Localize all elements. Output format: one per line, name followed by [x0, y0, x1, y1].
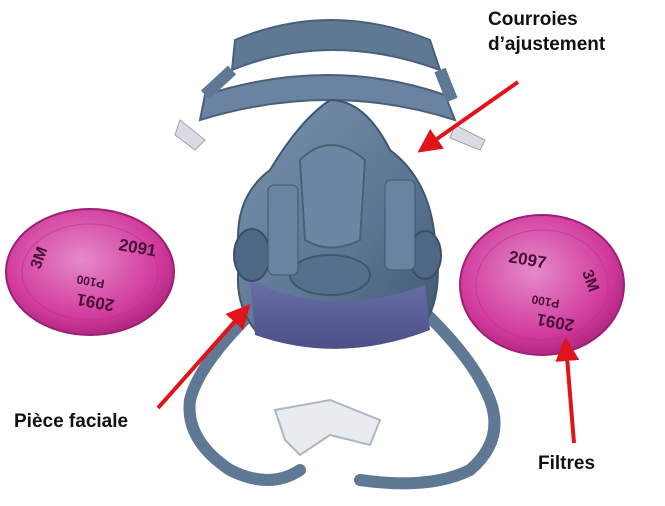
filters-label: Filtres [538, 451, 595, 476]
facepiece-label: Pièce faciale [14, 409, 128, 434]
arrow-to-filter [566, 345, 574, 443]
strap-buckle [275, 400, 380, 455]
arrow-to-facepiece [158, 310, 245, 408]
facepiece-body [234, 100, 441, 349]
left-filter: 2091 3M P100 2091 [6, 209, 174, 335]
straps-label: Courroies d’ajustement [488, 7, 605, 57]
straps-label-line2: d’ajustement [488, 32, 605, 57]
straps-label-line1: Courroies [488, 7, 605, 32]
right-filter: 2097 3M P100 2091 [460, 215, 624, 355]
